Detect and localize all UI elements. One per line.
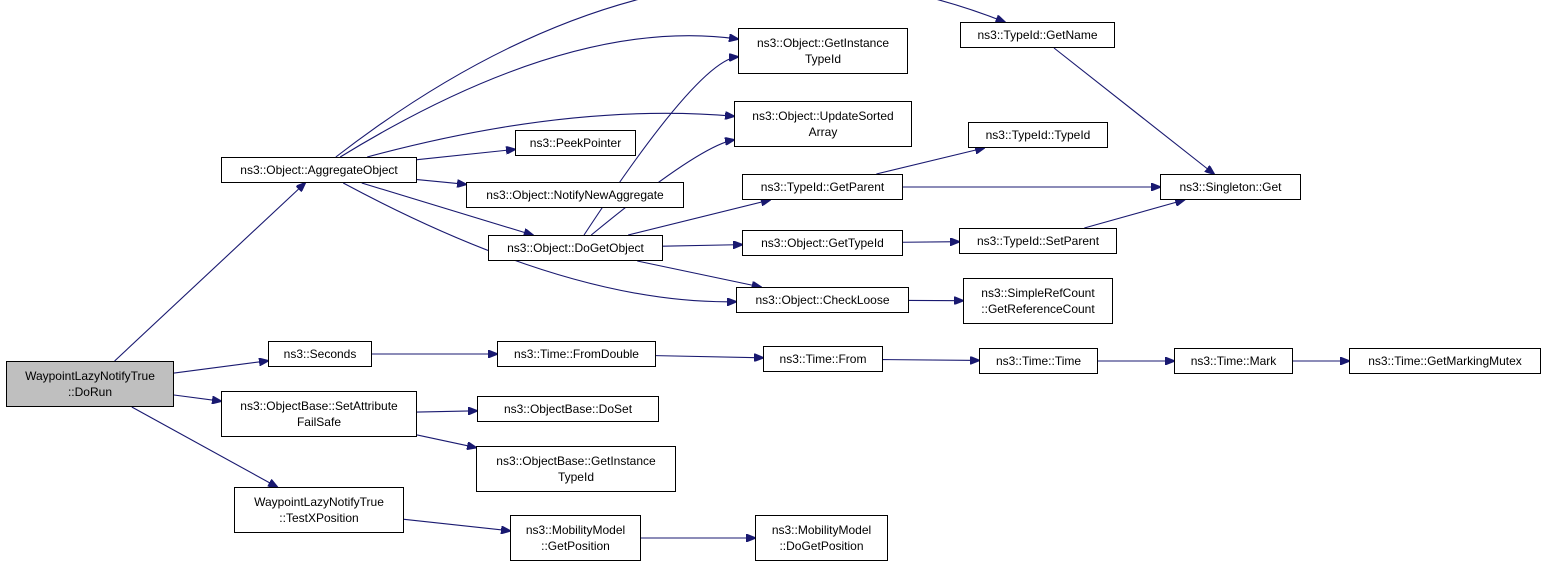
- node-label: ns3::Time::FromDouble: [514, 347, 639, 361]
- edge-from-to-time: [882, 360, 979, 361]
- node-singleton-get[interactable]: ns3::Singleton::Get: [1160, 174, 1301, 200]
- node-simplerefcount-getreferencecount[interactable]: ns3::SimpleRefCount ::GetReferenceCount: [963, 278, 1113, 324]
- edge-testx-to-getpos: [403, 518, 510, 531]
- edge-getname-to-singleton: [1053, 47, 1214, 174]
- node-label: ns3::ObjectBase::SetAttribute FailSafe: [240, 399, 398, 429]
- node-label: ns3::Object::DoGetObject: [507, 241, 644, 255]
- node-label: WaypointLazyNotifyTrue ::DoRun: [25, 369, 155, 399]
- edge-aggregate-to-checkloose: [342, 182, 736, 302]
- node-waypointlazynotifytrue-dorun[interactable]: WaypointLazyNotifyTrue ::DoRun: [6, 361, 174, 407]
- node-label: ns3::Object::AggregateObject: [240, 163, 398, 177]
- node-objectbase-setattributefailsafe[interactable]: ns3::ObjectBase::SetAttribute FailSafe: [221, 391, 417, 437]
- edge-dorun-to-testx: [131, 406, 277, 487]
- node-time-getmarkingmutex[interactable]: ns3::Time::GetMarkingMutex: [1349, 348, 1541, 374]
- node-label: ns3::Object::CheckLoose: [755, 293, 890, 307]
- edge-dorun-to-seconds: [173, 361, 268, 374]
- node-label: ns3::Object::UpdateSorted Array: [752, 109, 894, 139]
- node-time-from[interactable]: ns3::Time::From: [763, 346, 883, 372]
- node-label: ns3::ObjectBase::DoSet: [503, 402, 633, 416]
- node-label: WaypointLazyNotifyTrue ::TestXPosition: [254, 495, 384, 525]
- node-time-mark[interactable]: ns3::Time::Mark: [1174, 348, 1293, 374]
- node-typeid-getparent[interactable]: ns3::TypeId::GetParent: [742, 174, 903, 200]
- node-objectbase-doset[interactable]: ns3::ObjectBase::DoSet: [477, 396, 659, 422]
- node-label: ns3::SimpleRefCount ::GetReferenceCount: [981, 286, 1095, 316]
- node-waypointlazynotifytrue-testxposition[interactable]: WaypointLazyNotifyTrue ::TestXPosition: [234, 487, 404, 533]
- node-typeid-typeid[interactable]: ns3::TypeId::TypeId: [968, 122, 1108, 148]
- node-object-gettypeid[interactable]: ns3::Object::GetTypeId: [742, 230, 903, 256]
- node-label: ns3::PeekPointer: [529, 136, 622, 150]
- node-label: ns3::Time::From: [779, 352, 867, 366]
- edge-setattr-to-doset: [416, 411, 477, 412]
- node-label: ns3::Object::GetInstance TypeId: [756, 36, 890, 66]
- node-label: ns3::TypeId::GetParent: [760, 180, 885, 194]
- node-object-updatesortedarray[interactable]: ns3::Object::UpdateSorted Array: [734, 101, 912, 147]
- node-peekpointer[interactable]: ns3::PeekPointer: [515, 130, 636, 156]
- node-seconds[interactable]: ns3::Seconds: [268, 341, 372, 367]
- edge-aggregate-to-updsorted: [367, 113, 734, 158]
- node-object-dogetobject[interactable]: ns3::Object::DoGetObject: [488, 235, 663, 261]
- node-label: ns3::ObjectBase::GetInstance TypeId: [496, 454, 656, 484]
- node-mobilitymodel-getposition[interactable]: ns3::MobilityModel ::GetPosition: [510, 515, 641, 561]
- node-time-time[interactable]: ns3::Time::Time: [979, 348, 1098, 374]
- node-typeid-getname[interactable]: ns3::TypeId::GetName: [960, 22, 1115, 48]
- node-time-fromdouble[interactable]: ns3::Time::FromDouble: [497, 341, 656, 367]
- node-label: ns3::Object::GetTypeId: [761, 236, 884, 250]
- node-object-notifynewaggregate[interactable]: ns3::Object::NotifyNewAggregate: [466, 182, 684, 208]
- edge-aggregate-to-dogetobj: [361, 182, 533, 235]
- node-label: ns3::Time::Mark: [1190, 354, 1277, 368]
- node-label: ns3::TypeId::TypeId: [985, 128, 1091, 142]
- edge-dogetobj-to-gettypeid: [662, 245, 742, 247]
- node-label: ns3::Seconds: [283, 347, 357, 361]
- edge-getparent-to-typeid: [876, 148, 984, 175]
- node-label: ns3::TypeId::GetName: [977, 28, 1098, 42]
- edge-dogetobj-to-checkloose: [637, 260, 761, 287]
- edge-dogetobj-to-updsorted: [590, 140, 734, 236]
- edge-aggregate-to-notifynew: [416, 179, 466, 185]
- node-label: ns3::MobilityModel ::GetPosition: [525, 523, 626, 553]
- node-object-checkloose[interactable]: ns3::Object::CheckLoose: [736, 287, 909, 313]
- edge-setparent-to-singleton: [1084, 200, 1184, 229]
- node-object-aggregateobject[interactable]: ns3::Object::AggregateObject: [221, 157, 417, 183]
- node-label: ns3::Object::NotifyNewAggregate: [486, 188, 664, 202]
- edge-setattr-to-obgetinst: [416, 434, 476, 448]
- edge-dorun-to-setattr: [173, 394, 221, 401]
- node-object-getinstancetypeid[interactable]: ns3::Object::GetInstance TypeId: [738, 28, 908, 74]
- edge-aggregate-to-getinst: [339, 36, 738, 158]
- node-label: ns3::Singleton::Get: [1179, 180, 1282, 194]
- node-label: ns3::Time::Time: [995, 354, 1082, 368]
- edge-dogetobj-to-getparent: [628, 200, 770, 236]
- node-label: ns3::Time::GetMarkingMutex: [1368, 354, 1522, 368]
- edge-aggregate-to-getname: [335, 0, 1005, 158]
- edge-dorun-to-aggregate: [114, 183, 305, 362]
- edge-aggregate-to-peek: [416, 149, 515, 161]
- edge-gettypeid-to-setparent: [902, 242, 959, 243]
- node-objectbase-getinstancetypeid[interactable]: ns3::ObjectBase::GetInstance TypeId: [476, 446, 676, 492]
- node-mobilitymodel-dogetposition[interactable]: ns3::MobilityModel ::DoGetPosition: [755, 515, 888, 561]
- node-label: ns3::TypeId::SetParent: [976, 234, 1100, 248]
- node-label: ns3::MobilityModel ::DoGetPosition: [771, 523, 872, 553]
- node-typeid-setparent[interactable]: ns3::TypeId::SetParent: [959, 228, 1117, 254]
- edge-fromdouble-to-from: [655, 356, 763, 358]
